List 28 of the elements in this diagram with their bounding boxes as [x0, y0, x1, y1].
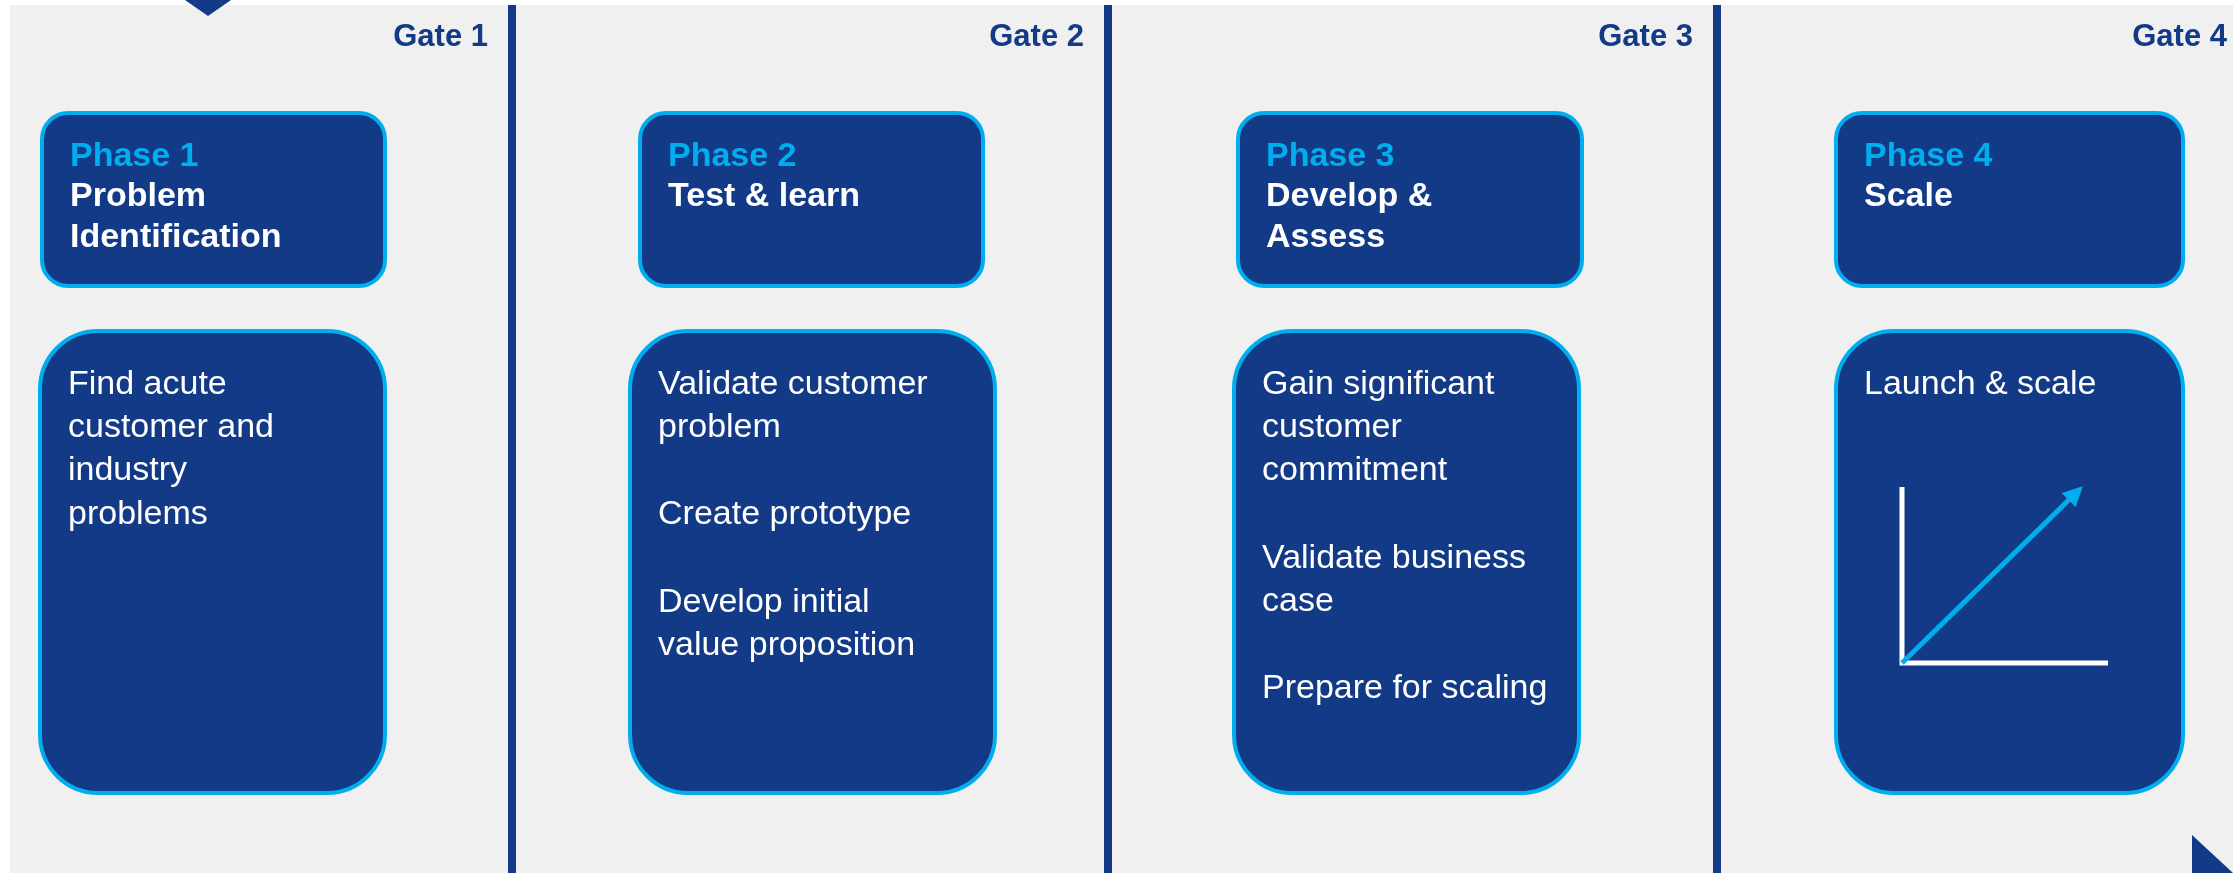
gate-label: Gate 2	[989, 18, 1084, 54]
phase-box	[1236, 111, 1584, 288]
activity-text: Develop initial value proposition	[658, 579, 917, 664]
phase-box	[638, 111, 985, 288]
activity-text: Find acute customer and industry problems	[68, 362, 275, 533]
phase-name: Test & learn	[668, 174, 862, 215]
activity-text: Launch & scale	[1864, 362, 2098, 403]
activity-text: Validate customer problem	[658, 362, 929, 447]
phase-box	[40, 111, 387, 288]
phase-box	[1834, 111, 2185, 288]
phase-number: Phase 1	[70, 135, 200, 175]
activity-box	[38, 329, 387, 795]
activity-text: Create prototype	[658, 492, 913, 534]
activity-box	[1834, 329, 2185, 795]
phase-number: Phase 4	[1864, 135, 1994, 175]
gate-label: Gate 1	[393, 18, 488, 54]
gate-label: Gate 4	[2132, 18, 2227, 54]
phase-number: Phase 3	[1266, 135, 1396, 175]
phase-name: Develop & Assess	[1266, 174, 1434, 256]
phase-name: Scale	[1864, 174, 1954, 215]
activity-text: Gain significant customer commitment	[1262, 362, 1496, 490]
phase-number: Phase 2	[668, 135, 798, 175]
gate-label: Gate 3	[1598, 18, 1693, 54]
activity-box	[1232, 329, 1581, 795]
activity-box	[628, 329, 997, 795]
phase-name: Problem Identification	[70, 174, 283, 256]
activity-text: Validate business case	[1262, 535, 1527, 620]
activity-text: Prepare for scaling	[1262, 665, 1549, 707]
